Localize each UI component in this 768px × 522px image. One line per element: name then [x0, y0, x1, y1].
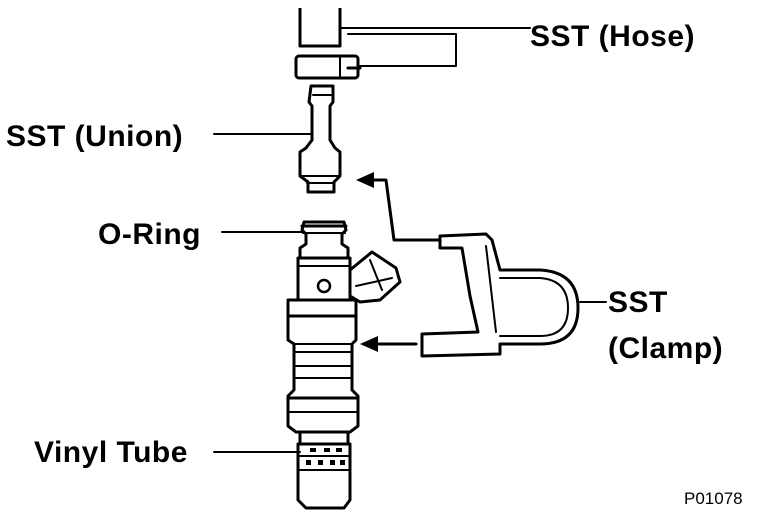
leader-lines [213, 27, 607, 453]
insert-arrow-lower [360, 336, 418, 352]
vinyl-tube-part [296, 442, 352, 510]
injector-part [286, 220, 402, 446]
label-sst-union: SST (Union) [6, 120, 183, 153]
label-sst-hose: SST (Hose) [530, 20, 695, 53]
label-sst-clamp-line1: SST [608, 286, 668, 319]
label-sst-clamp-line2: (Clamp) [608, 332, 723, 365]
figure-code: P01078 [684, 489, 743, 508]
label-o-ring: O-Ring [98, 218, 201, 251]
sst-union-part [298, 84, 342, 194]
label-vinyl-tube: Vinyl Tube [34, 436, 188, 469]
insert-arrow-upper [356, 172, 442, 242]
sst-hose-part [294, 8, 362, 80]
sst-clamp-part [420, 232, 580, 358]
